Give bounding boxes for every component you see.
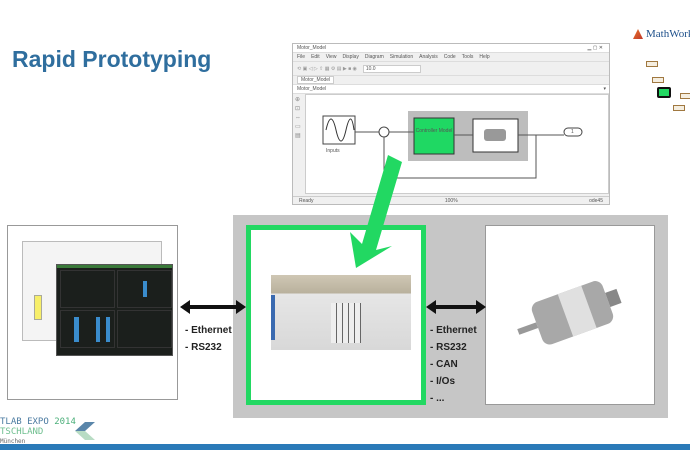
motor-icon [484, 129, 506, 141]
sine-wave-icon [325, 118, 355, 142]
status-bar: Ready 100% ode45 [293, 196, 609, 204]
window-title: Motor_Model [297, 45, 327, 51]
toolbar: ⟲ ▣ ◁ ▷ ⇧ ▦ ⚙ ▤ ▶ ■ ◉ 10.0 [293, 62, 609, 76]
io-interfaces: - Ethernet - RS232 - CAN - I/Os - ... [430, 322, 477, 407]
menu-diagram[interactable]: Diagram [364, 54, 384, 60]
menu-bar: File Edit View Display Diagram Simulation Anal… [293, 53, 609, 62]
expo-emblem-icon [75, 422, 95, 440]
chevron-down-icon[interactable]: ▾ [603, 86, 606, 92]
status-zoom: 100% [444, 197, 458, 204]
right-ios: - I/Os [430, 376, 456, 387]
footer-bar [0, 444, 690, 450]
toolbar-icons[interactable]: ⟲ ▣ ◁ ▷ ⇧ ▦ ⚙ ▤ ▶ ■ ◉ [297, 65, 357, 72]
menu-analysis[interactable]: Analysis [419, 54, 438, 60]
expo-year: 2014 [54, 417, 76, 427]
membrane-icon [633, 29, 643, 39]
right-can: - CAN [430, 359, 458, 370]
expo-name: TLAB EXPO [0, 417, 49, 427]
host-pc-image [7, 225, 178, 400]
block-diagram [322, 111, 583, 179]
slide-title: Rapid Prototyping [12, 46, 212, 72]
right-ethernet: - Ethernet [430, 325, 477, 336]
logo-text: MathWorks [646, 28, 690, 40]
expo-logo: TLAB EXPO 2014 TSCHLAND München [0, 417, 76, 447]
right-rs232: - RS232 [430, 342, 467, 353]
menu-help[interactable]: Help [479, 54, 490, 60]
menu-view[interactable]: View [325, 54, 337, 60]
motor-image-box [485, 225, 655, 405]
menu-edit[interactable]: Edit [311, 54, 320, 60]
controller-label: Controller Model [415, 128, 453, 134]
expo-country: TSCHLAND [0, 427, 44, 437]
status-ready: Ready [299, 197, 314, 204]
scope-display [56, 264, 173, 356]
yellow-block [34, 295, 42, 320]
simulink-window: Motor_Model ▁ ▢ ✕ File Edit View Display Diag… [292, 43, 610, 205]
realtime-target-frame [246, 225, 426, 405]
window-controls[interactable]: ▁ ▢ ✕ [587, 45, 603, 51]
window-titlebar: Motor_Model ▁ ▢ ✕ [293, 44, 609, 53]
tab-bar: Motor_Model [293, 76, 609, 85]
address-bar: Motor_Model ▾ [293, 85, 609, 94]
host-interfaces: - Ethernet - RS232 [185, 322, 232, 356]
outport-block [563, 127, 583, 137]
motor-image [517, 281, 622, 345]
model-canvas[interactable]: Inputs Controller Model 1 [305, 94, 609, 194]
palette-icons[interactable]: ⊕⊡⇔▭▤ [295, 97, 301, 139]
mathworks-logo: MathWorks [633, 28, 690, 40]
deploy-arrow [350, 155, 402, 268]
left-ethernet: - Ethernet [185, 325, 232, 336]
address-path[interactable]: Motor_Model [297, 86, 327, 92]
menu-code[interactable]: Code [443, 54, 456, 60]
menu-tools[interactable]: Tools [461, 54, 474, 60]
status-solver: ode45 [589, 197, 603, 204]
menu-file[interactable]: File [297, 54, 306, 60]
menu-simulation[interactable]: Simulation [389, 54, 414, 60]
signal-lines [355, 131, 564, 179]
right-more: - ... [430, 393, 445, 404]
left-rs232: - RS232 [185, 342, 222, 353]
tab-motor-model[interactable]: Motor_Model [297, 76, 335, 84]
menu-display[interactable]: Display [342, 54, 359, 60]
realtime-target-machine-image [271, 275, 411, 350]
expo-city: München [0, 438, 26, 445]
stop-time-input[interactable]: 10.0 [362, 64, 421, 73]
model-graph-decoration [640, 55, 690, 115]
controller-block [413, 117, 455, 155]
inputs-label: Inputs [326, 148, 340, 154]
outport-label: 1 [571, 129, 574, 135]
